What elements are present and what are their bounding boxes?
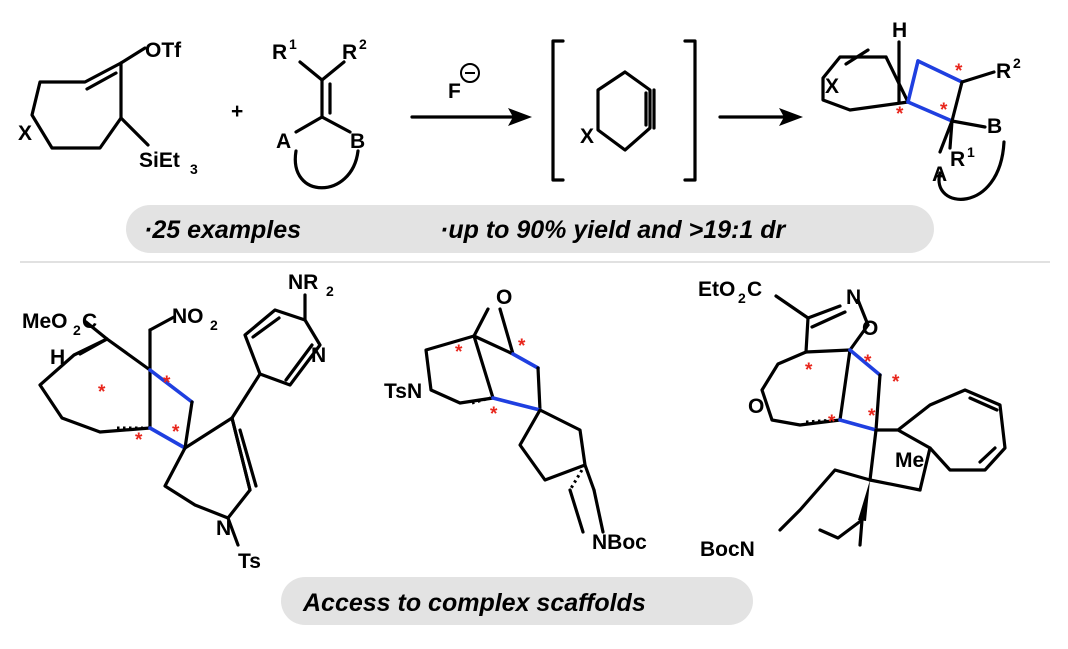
- fluoride-arrow: F: [410, 63, 532, 126]
- r2-label: R: [342, 41, 357, 64]
- b-label: B: [987, 115, 1002, 138]
- stereocenter-star: *: [955, 61, 963, 82]
- stereocenter-star: *: [455, 342, 463, 363]
- r1-superscript: 1: [289, 36, 297, 52]
- amine-subscript: 2: [326, 283, 334, 299]
- x-label: X: [825, 75, 839, 98]
- ester-label: MeO: [22, 310, 68, 333]
- examples-count: ·25 examples: [144, 216, 301, 244]
- stereocenter-star: *: [828, 412, 836, 433]
- silyl-label: SiEt: [139, 149, 180, 172]
- bottom-banner: Access to complex scaffolds: [281, 577, 753, 625]
- r2-label: R: [996, 60, 1011, 83]
- compound-3: EtO 2 C N O O Me BocN * * * * *: [698, 278, 1007, 561]
- nitro-label: NO: [172, 305, 204, 328]
- stereocenter-star: *: [864, 352, 872, 373]
- alkene-partner: R 1 R 2 A B: [272, 36, 367, 190]
- stereocenter-star: *: [518, 336, 526, 357]
- r2-superscript: 2: [359, 36, 367, 52]
- stereocenter-star: *: [940, 100, 948, 121]
- cyclobutane-product: H X R 2 B R 1 A * * *: [821, 19, 1021, 201]
- stereocenter-star: *: [868, 406, 876, 427]
- nitro-subscript: 2: [210, 317, 218, 333]
- ester-label: EtO: [698, 278, 735, 301]
- r2-superscript: 2: [1013, 55, 1021, 71]
- a-label: A: [276, 130, 291, 153]
- stereocenter-star: *: [892, 372, 900, 393]
- tsn-label: TsN: [384, 380, 422, 403]
- ester-end-label: C: [747, 278, 762, 301]
- compound-2: O TsN NBoc * * *: [384, 286, 647, 554]
- stereocenter-star: *: [490, 404, 498, 425]
- silyl-triflate-reagent: OTf X SiEt 3: [18, 39, 198, 177]
- compound-1: MeO 2 C NO 2 NR 2 H N N Ts * * * *: [22, 271, 334, 573]
- amine-label: NR: [288, 271, 318, 294]
- otf-label: OTf: [145, 39, 182, 62]
- r1-superscript: 1: [967, 144, 975, 160]
- silyl-subscript: 3: [190, 161, 198, 177]
- fluoride-label: F: [448, 80, 461, 103]
- reaction-arrow: [718, 108, 803, 126]
- epoxide-o-label: O: [496, 286, 512, 309]
- stereocenter-star: *: [98, 382, 106, 403]
- x-label: X: [18, 122, 32, 145]
- x-label: X: [580, 125, 594, 148]
- bocn-label: BocN: [700, 538, 755, 561]
- a-label: A: [932, 163, 947, 186]
- plus-sign: +: [231, 100, 243, 123]
- r1-label: R: [950, 148, 965, 171]
- stereocenter-star: *: [896, 104, 904, 125]
- stereocenter-star: *: [172, 422, 180, 443]
- isoxazoline-n-label: N: [846, 286, 861, 309]
- h-label: H: [50, 346, 65, 369]
- yield-summary: ·up to 90% yield and >19:1 dr: [440, 216, 786, 244]
- r1-label: R: [272, 41, 287, 64]
- top-banner: ·25 examples ·up to 90% yield and >19:1 …: [126, 205, 934, 253]
- stereocenter-star: *: [163, 373, 171, 394]
- stereocenter-star: *: [805, 360, 813, 381]
- ester-subscript: 2: [73, 322, 81, 338]
- pyridine-n-label: N: [311, 344, 326, 367]
- ester-end-label: C: [82, 310, 97, 333]
- ring-n-label: N: [216, 517, 231, 540]
- isoxazoline-o-label: O: [862, 317, 878, 340]
- h-label: H: [892, 19, 907, 42]
- stereocenter-star: *: [135, 430, 143, 451]
- b-label: B: [350, 130, 365, 153]
- cyclohexyne-intermediate: X: [551, 39, 697, 182]
- nboc-label: NBoc: [592, 531, 647, 554]
- ts-label: Ts: [238, 550, 261, 573]
- methyl-label: Me: [895, 449, 924, 472]
- scaffolds-caption: Access to complex scaffolds: [302, 589, 646, 617]
- ester-subscript: 2: [738, 290, 746, 306]
- pyran-o-label: O: [748, 395, 764, 418]
